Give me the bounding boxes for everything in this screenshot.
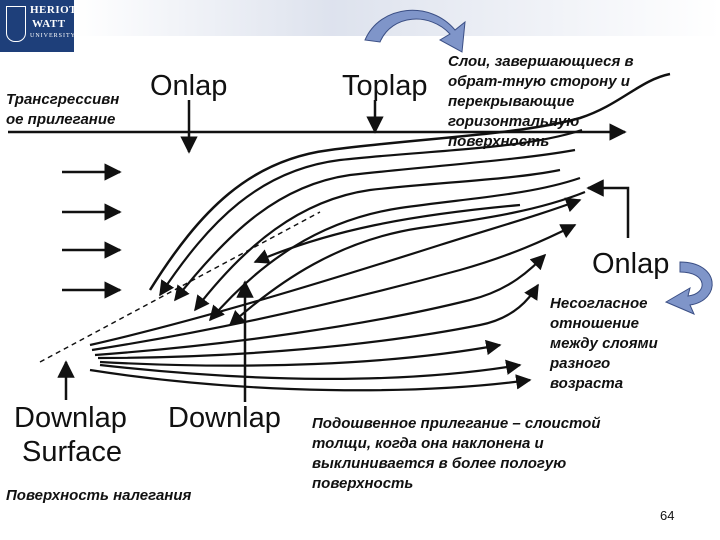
onlap-label-top: Onlap — [150, 70, 228, 102]
stratum-6 — [89, 197, 582, 347]
label-pointer-arrows — [57, 100, 630, 402]
logo-line-2: WATT — [32, 18, 66, 30]
stratum-10 — [99, 339, 502, 367]
university-logo: HERIOT WATT UNIVERSITY — [0, 0, 78, 52]
toplap-description: Слои, завершающиеся в обрат-тную сторону… — [448, 53, 634, 150]
downlap-description: Подошвенное прилегание – слоистой толщи,… — [312, 415, 601, 492]
boundary-curve — [148, 72, 671, 291]
stratum-7 — [91, 224, 577, 352]
stratum-3 — [194, 168, 561, 312]
curved-arrow-right-icon — [664, 261, 713, 315]
strata-lines — [89, 128, 586, 392]
horizontal-incoming-arrows — [8, 123, 627, 299]
stratum-5 — [228, 190, 586, 327]
transgressive-onlap-text: Трансгрессивн ое прилегание — [6, 91, 120, 128]
downlap-surface-line — [39, 211, 321, 363]
curved-arrow-top-icon — [364, 9, 466, 53]
stratum-9 — [97, 283, 539, 360]
logo-line-3: UNIVERSITY — [30, 33, 76, 39]
downlap-surface-label-1: Downlap — [14, 402, 127, 434]
toplap-label: Toplap — [342, 70, 428, 102]
stratum-2 — [174, 148, 576, 302]
stratum-1 — [159, 128, 583, 297]
stratum-4 — [208, 176, 581, 322]
unconformity-description: Несогласное отношение между слоями разно… — [550, 295, 658, 392]
stratum-12 — [89, 368, 532, 392]
onlap-label-right: Onlap — [592, 248, 670, 280]
surface-description: Поверхность налегания — [6, 487, 192, 504]
stratum-13 — [253, 203, 521, 264]
stratum-11 — [99, 359, 522, 380]
downlap-surface-label-2: Surface — [22, 436, 122, 468]
onlap-right-pointer — [586, 179, 630, 238]
logo-line-1: HERIOT — [30, 4, 78, 16]
stratum-8 — [94, 253, 547, 357]
downlap-label: Downlap — [168, 402, 281, 434]
crest-icon — [6, 6, 26, 42]
page-number: 64 — [660, 508, 675, 523]
